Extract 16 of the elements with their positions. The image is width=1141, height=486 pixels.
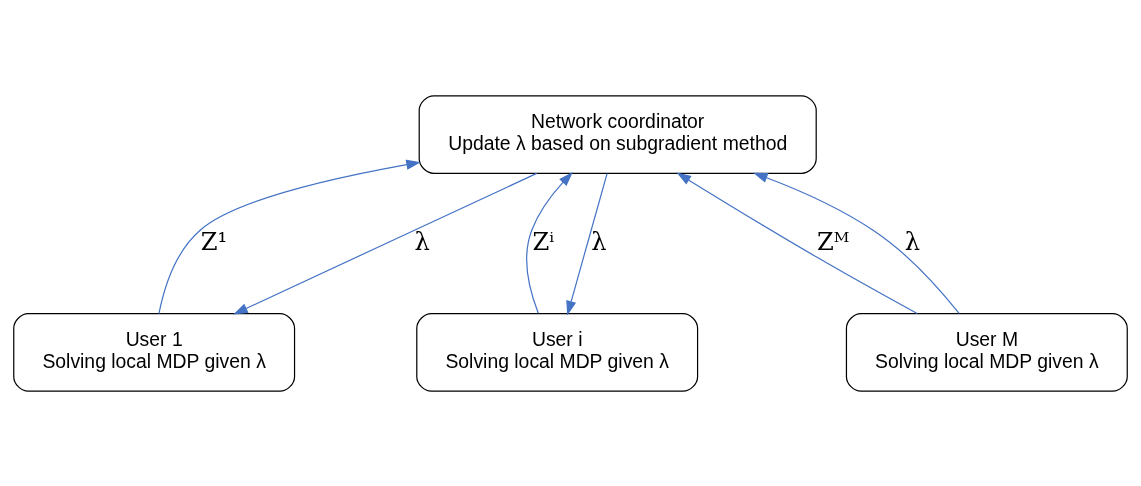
edge-label: λ [904,227,921,256]
arrow [233,172,538,314]
node-box: User M Solving local MDP given λ [845,312,1128,392]
node-box: Network coordinator Update λ based on subgradient method [418,94,817,174]
node-box: User i Solving local MDP given λ [416,312,699,392]
edge-label: Z¹ [200,227,228,256]
node-box: User 1 Solving local MDP given λ [13,312,296,392]
arrow [158,159,421,314]
arrow [676,172,918,314]
edge-label: Zⁱ [532,227,555,256]
arrow [526,171,573,314]
edge-label: λ [414,227,430,256]
arrow [753,172,960,314]
edge-label: λ [591,227,607,256]
arrow [566,172,608,315]
edge-label: Zᴹ [816,227,850,256]
